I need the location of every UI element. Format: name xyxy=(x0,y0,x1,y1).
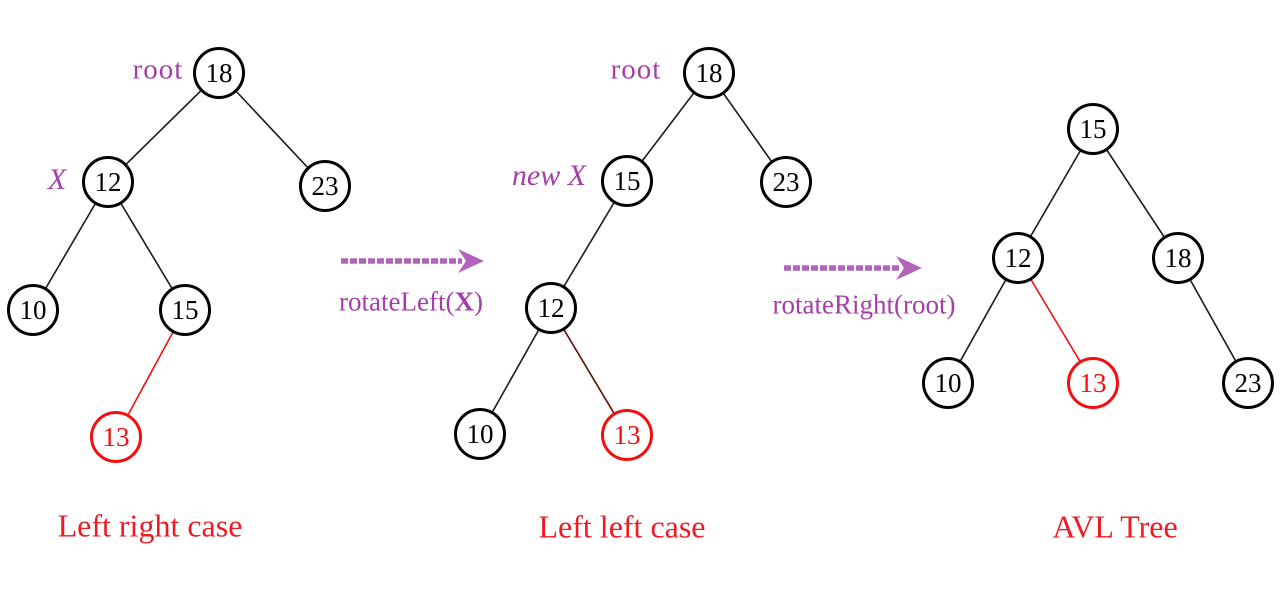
tree3-node-10: 10 xyxy=(922,357,974,409)
tree1-node-15: 15 xyxy=(159,284,211,336)
tree3-caption: AVL Tree xyxy=(1052,508,1178,545)
tree3-node-18: 18 xyxy=(1152,232,1204,284)
rotate-left-arrow-icon xyxy=(341,249,484,273)
tree2-new-x-label: new X xyxy=(511,159,587,192)
tree2-node-15: 15 xyxy=(601,155,653,207)
tree2-node-18: 18 xyxy=(683,47,735,99)
tree1-node-13-highlight: 13 xyxy=(90,411,142,463)
rotate-right-label: rotateRight(root) xyxy=(772,289,956,320)
tree1-root-label: root xyxy=(132,53,184,86)
tree3-node-15: 15 xyxy=(1067,103,1119,155)
tree3-node-12: 12 xyxy=(992,232,1044,284)
tree1-node-12: 12 xyxy=(82,156,134,208)
tree2-caption: Left left case xyxy=(538,508,706,545)
tree2-root-label: root xyxy=(610,53,662,86)
tree3-node-13-highlight: 13 xyxy=(1067,357,1119,409)
tree2-node-12: 12 xyxy=(525,282,577,334)
rotate-right-arrow-icon xyxy=(784,256,922,280)
tree1-caption: Left right case xyxy=(57,507,243,544)
tree3-node-23: 23 xyxy=(1222,357,1274,409)
tree2-node-13-highlight: 13 xyxy=(601,409,653,461)
rotate-left-label: rotateLeft(X) xyxy=(339,286,483,317)
tree1-node-18: 18 xyxy=(193,47,245,99)
tree1-x-label: X xyxy=(47,163,67,196)
tree1-node-23: 23 xyxy=(299,160,351,212)
tree2-node-10: 10 xyxy=(454,408,506,460)
tree1-node-10: 10 xyxy=(7,284,59,336)
tree2-node-23: 23 xyxy=(760,156,812,208)
